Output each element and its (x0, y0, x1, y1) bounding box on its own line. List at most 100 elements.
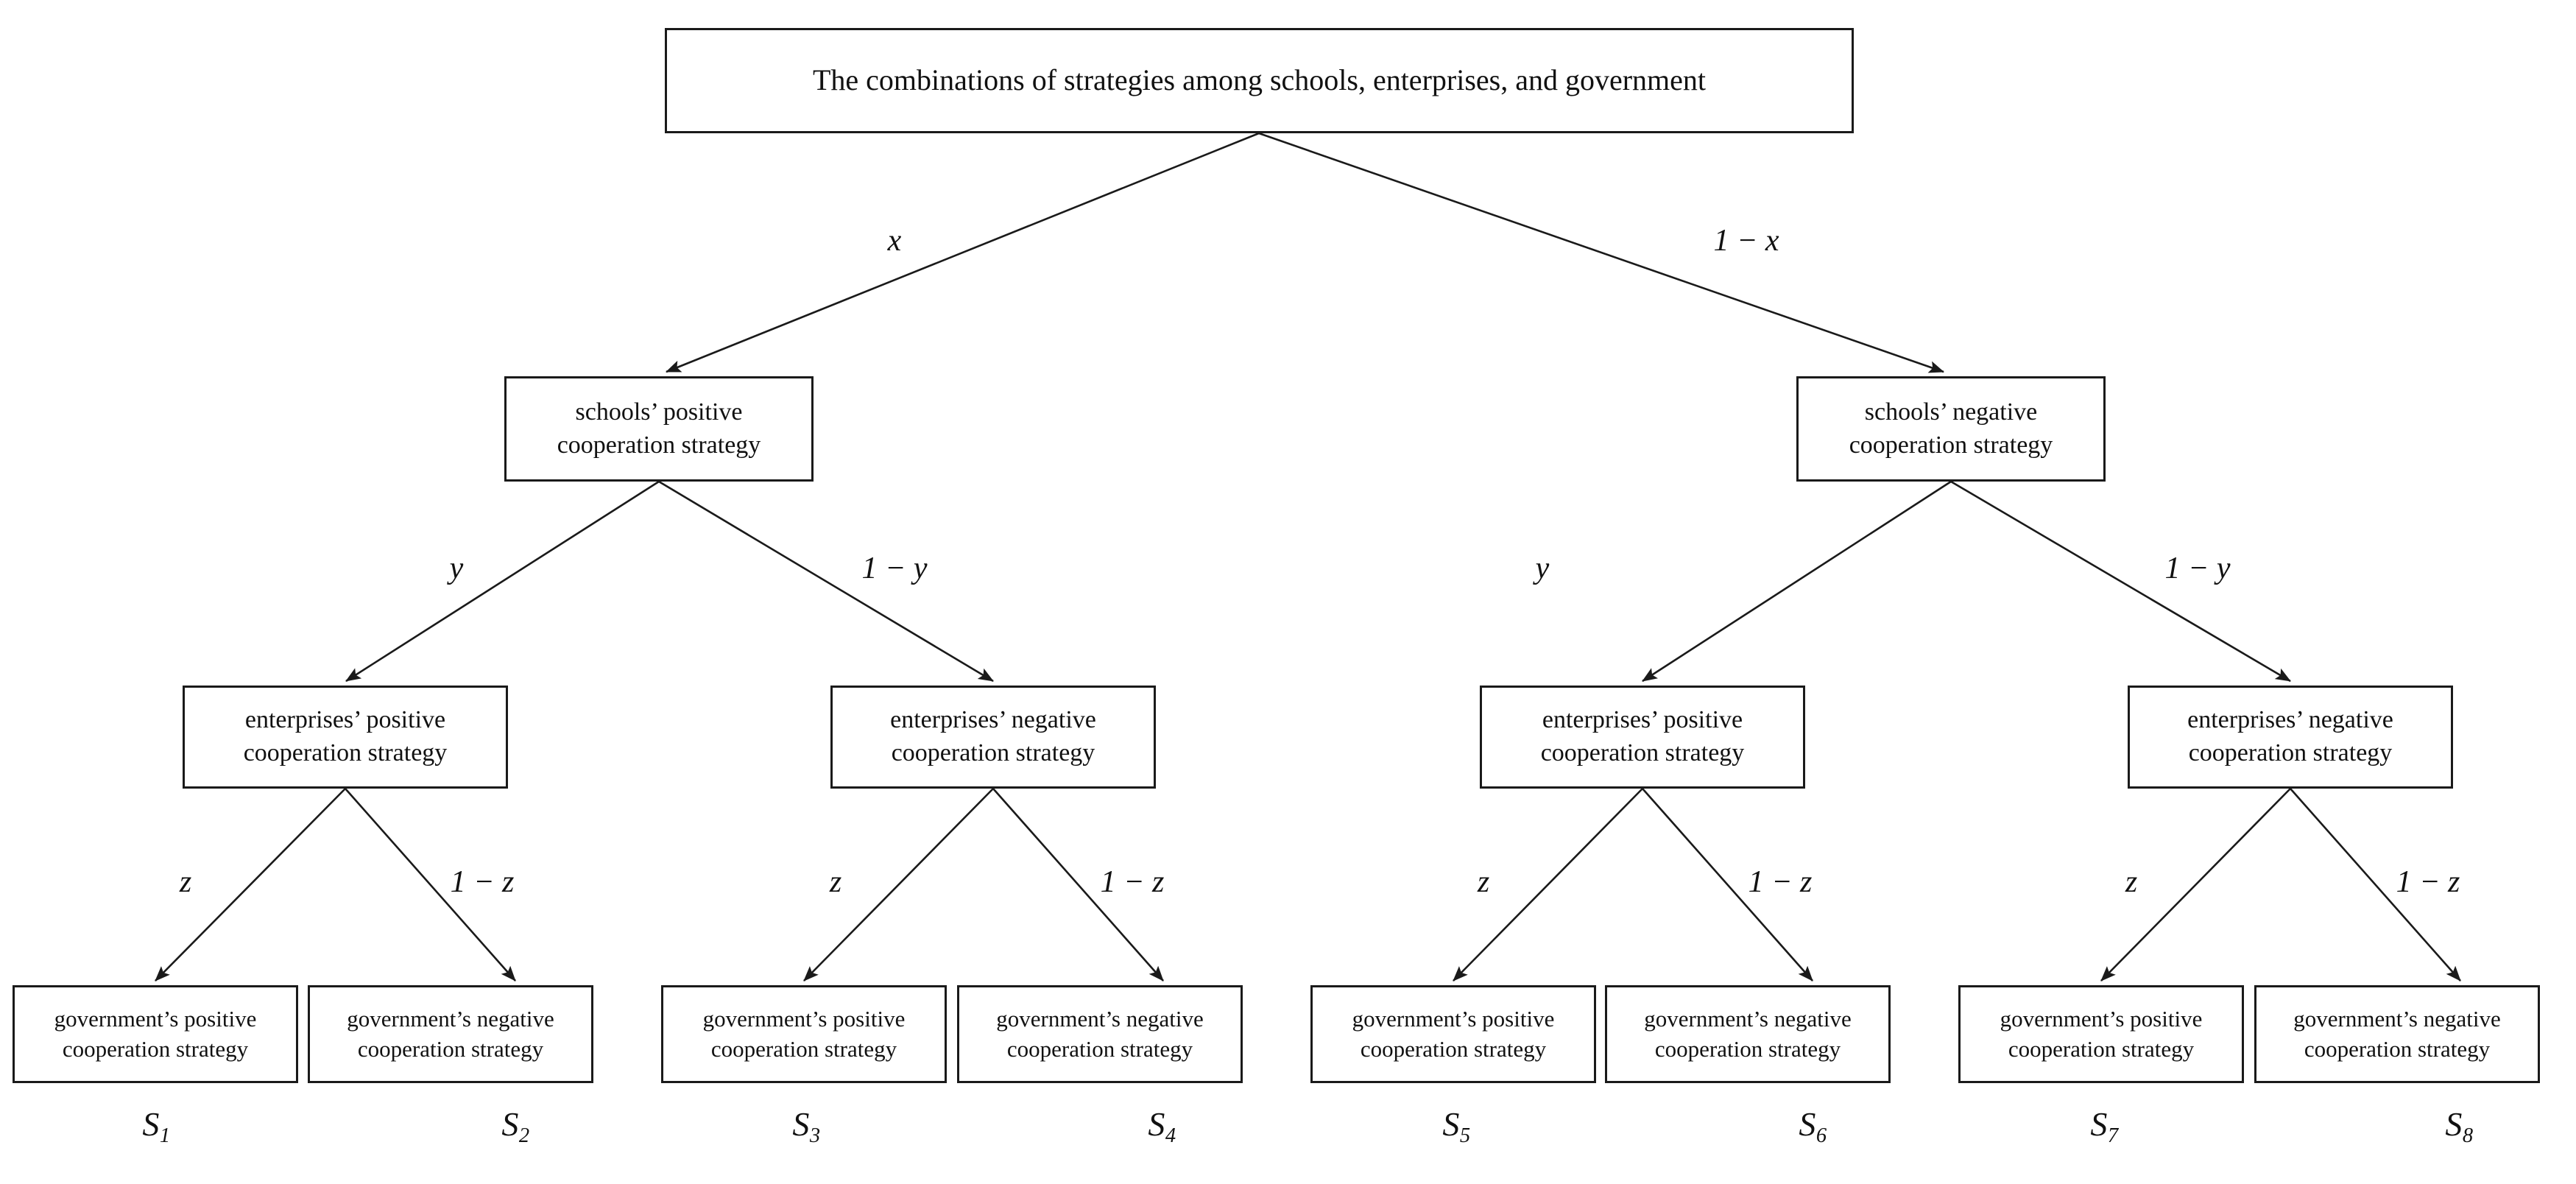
outcome-label-base: S (1148, 1105, 1165, 1143)
outcome-label-base: S (1442, 1105, 1460, 1143)
node-label-line1: enterprises’ positive (1542, 706, 1743, 734)
edge-schools-positive-to-enterprises-negative-1 (658, 480, 994, 683)
node-label-line1: government’s positive (702, 1005, 906, 1032)
node-government-leaf-3[interactable]: government’s positive cooperation strate… (661, 985, 947, 1083)
node-label-line2: cooperation strategy (2008, 1035, 2195, 1062)
outcome-label-subscript: 7 (2107, 1124, 2119, 1147)
outcome-label-base: S (792, 1105, 810, 1143)
node-label: enterprises’ positive cooperation strate… (185, 704, 506, 770)
node-enterprises-negative-1[interactable]: enterprises’ negative cooperation strate… (830, 686, 1156, 789)
edge-probability-label: 1 − x (1713, 224, 1779, 258)
node-label: enterprises’ negative cooperation strate… (833, 704, 1154, 770)
node-government-leaf-5[interactable]: government’s positive cooperation strate… (1310, 985, 1596, 1083)
node-enterprises-negative-2[interactable]: enterprises’ negative cooperation strate… (2128, 686, 2453, 789)
tree-edges (155, 132, 2461, 982)
outcome-label-subscript: 2 (518, 1124, 530, 1147)
node-label-line2: cooperation strategy (1006, 1035, 1193, 1062)
node-schools-positive[interactable]: schools’ positive cooperation strategy (504, 376, 814, 482)
edge-probability-label: z (2125, 865, 2138, 899)
outcome-label-s5: S5 (1442, 1104, 1471, 1147)
node-label-line2: cooperation strategy (2188, 739, 2393, 767)
node-label-line1: enterprises’ negative (890, 706, 1096, 734)
node-label-line2: cooperation strategy (1540, 739, 1745, 767)
node-enterprises-positive-2[interactable]: enterprises’ positive cooperation strate… (1480, 686, 1805, 789)
node-label: government’s positive cooperation strate… (15, 1004, 296, 1065)
outcome-label-s4: S4 (1148, 1104, 1176, 1147)
edge-probability-label: 1 − y (2164, 552, 2231, 585)
outcome-label-subscript: 5 (1459, 1124, 1471, 1147)
outcome-label-base: S (2445, 1105, 2463, 1143)
node-label: government’s positive cooperation strate… (1313, 1004, 1594, 1065)
edge-probability-label: x (887, 224, 902, 258)
node-label: government’s negative cooperation strate… (2256, 1004, 2538, 1065)
node-enterprises-positive-1[interactable]: enterprises’ positive cooperation strate… (183, 686, 508, 789)
node-label: government’s negative cooperation strate… (1607, 1004, 1888, 1065)
node-label-line2: cooperation strategy (357, 1035, 544, 1062)
node-government-leaf-6[interactable]: government’s negative cooperation strate… (1605, 985, 1891, 1083)
node-label-line1: enterprises’ negative (2187, 706, 2393, 734)
node-schools-negative[interactable]: schools’ negative cooperation strategy (1796, 376, 2106, 482)
node-label: government’s negative cooperation strate… (310, 1004, 591, 1065)
node-label-line1: government’s negative (2293, 1005, 2501, 1032)
node-root-label: The combinations of strategies among sch… (812, 63, 1707, 97)
edge-probability-label: z (179, 865, 192, 899)
node-label-line1: government’s positive (1352, 1005, 1555, 1032)
edge-probability-label: 1 − z (2396, 865, 2460, 899)
edge-probability-label: 1 − z (1100, 865, 1165, 899)
node-label-line1: schools’ positive (575, 398, 743, 426)
edge-schools-positive-to-enterprises-positive-1 (345, 480, 660, 683)
outcome-label-base: S (1799, 1105, 1816, 1143)
node-government-leaf-1[interactable]: government’s positive cooperation strate… (13, 985, 298, 1083)
edge-root-to-schools-negative (1258, 132, 1944, 373)
node-label-line1: enterprises’ positive (244, 706, 446, 734)
node-label-line2: cooperation strategy (891, 739, 1095, 767)
node-label-line2: cooperation strategy (710, 1035, 897, 1062)
outcome-label-subscript: 3 (809, 1124, 821, 1147)
node-label-line2: cooperation strategy (2304, 1035, 2491, 1062)
outcome-label-s2: S2 (501, 1104, 530, 1147)
outcome-label-s6: S6 (1799, 1104, 1827, 1147)
outcome-label-base: S (142, 1105, 160, 1143)
node-government-leaf-2[interactable]: government’s negative cooperation strate… (308, 985, 593, 1083)
node-label: enterprises’ negative cooperation strate… (2130, 704, 2451, 770)
edge-probability-label: 1 − y (861, 552, 928, 585)
node-label-line2: cooperation strategy (1360, 1035, 1547, 1062)
edge-schools-negative-to-enterprises-positive-2 (1642, 480, 1952, 683)
node-label: enterprises’ positive cooperation strate… (1482, 704, 1803, 770)
node-label-line1: government’s negative (1644, 1005, 1852, 1032)
node-label-line1: government’s positive (2000, 1005, 2203, 1032)
outcome-label-base: S (501, 1105, 519, 1143)
node-label: schools’ positive cooperation strategy (507, 396, 811, 462)
edge-probability-label: z (1477, 865, 1490, 899)
node-label-line1: government’s negative (347, 1005, 554, 1032)
edge-probability-label: 1 − z (450, 865, 515, 899)
outcome-label-s3: S3 (792, 1104, 821, 1147)
node-label: government’s positive cooperation strate… (1961, 1004, 2242, 1065)
edge-probability-label: y (449, 552, 464, 585)
node-label-line2: cooperation strategy (243, 739, 448, 767)
outcome-label-s1: S1 (142, 1104, 171, 1147)
node-label-line2: cooperation strategy (557, 431, 761, 459)
node-root[interactable]: The combinations of strategies among sch… (665, 28, 1854, 133)
node-government-leaf-7[interactable]: government’s positive cooperation strate… (1958, 985, 2244, 1083)
edge-probability-label: z (829, 865, 842, 899)
outcome-label-subscript: 6 (1815, 1124, 1827, 1147)
node-label: government’s positive cooperation strate… (663, 1004, 945, 1065)
node-label-line2: cooperation strategy (1849, 431, 2053, 459)
node-label-line1: government’s negative (996, 1005, 1204, 1032)
node-government-leaf-8[interactable]: government’s negative cooperation strate… (2254, 985, 2540, 1083)
node-label-line2: cooperation strategy (1654, 1035, 1841, 1062)
outcome-label-subscript: 1 (159, 1124, 171, 1147)
edge-schools-negative-to-enterprises-negative-2 (1950, 480, 2291, 683)
edge-probability-label: y (1535, 552, 1550, 585)
outcome-label-base: S (2090, 1105, 2108, 1143)
edge-probability-label: 1 − z (1748, 865, 1813, 899)
node-label-line2: cooperation strategy (62, 1035, 249, 1062)
node-label-line1: schools’ negative (1864, 398, 2038, 426)
outcome-label-subscript: 4 (1165, 1124, 1176, 1147)
outcome-label-subscript: 8 (2462, 1124, 2474, 1147)
outcome-label-s7: S7 (2090, 1104, 2119, 1147)
node-government-leaf-4[interactable]: government’s negative cooperation strate… (957, 985, 1243, 1083)
node-label: schools’ negative cooperation strategy (1799, 396, 2103, 462)
